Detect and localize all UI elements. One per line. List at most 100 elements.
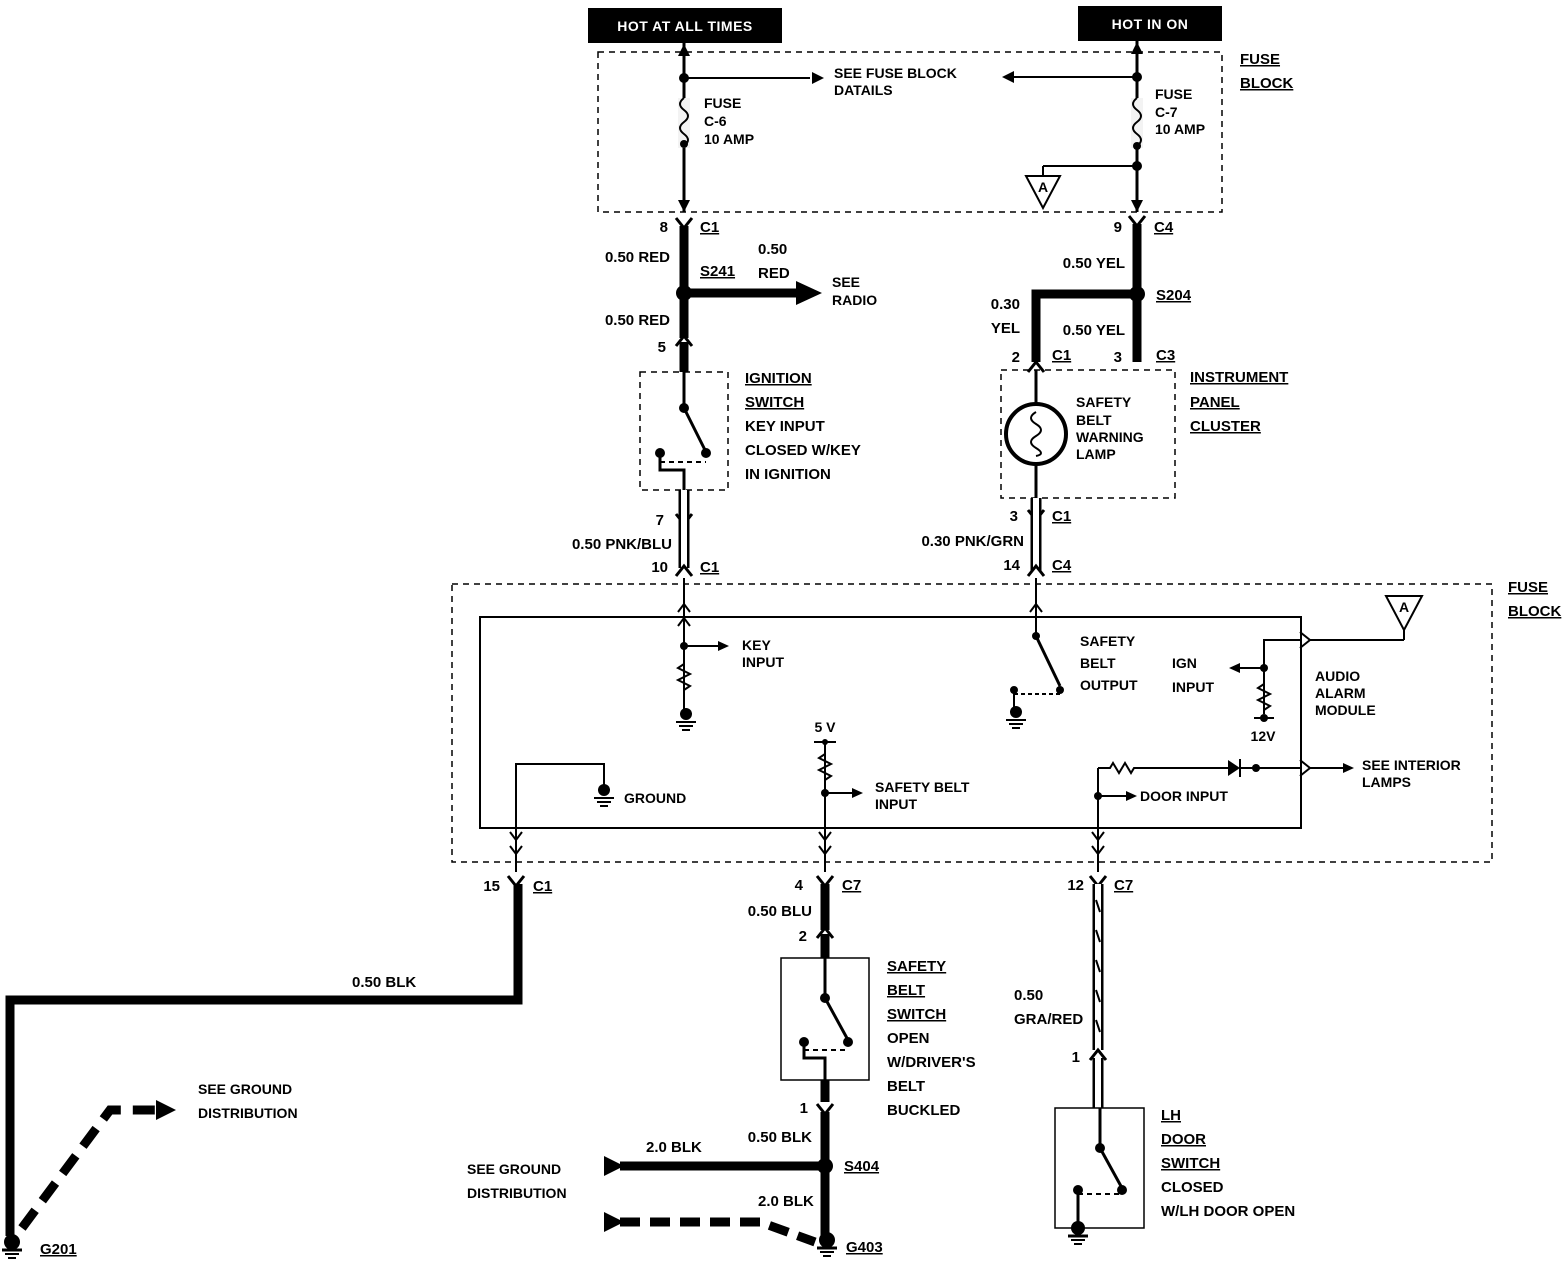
svg-text:HOT IN ON: HOT IN ON	[1112, 16, 1189, 32]
svg-text:0.30 PNK/GRN: 0.30 PNK/GRN	[921, 533, 1024, 550]
svg-text:MODULE: MODULE	[1315, 702, 1376, 718]
svg-text:W/LH DOOR OPEN: W/LH DOOR OPEN	[1161, 1203, 1295, 1220]
svg-text:SEE GROUND: SEE GROUND	[198, 1081, 292, 1097]
svg-text:LAMP: LAMP	[1076, 446, 1116, 462]
svg-text:FUSE: FUSE	[1240, 51, 1280, 68]
svg-text:0.50 YEL: 0.50 YEL	[1063, 322, 1125, 339]
svg-text:10 AMP: 10 AMP	[1155, 121, 1205, 137]
svg-text:0.50 RED: 0.50 RED	[605, 249, 670, 266]
svg-text:3: 3	[1114, 349, 1122, 366]
svg-text:IGN: IGN	[1172, 655, 1197, 671]
svg-text:CLOSED: CLOSED	[1161, 1179, 1224, 1196]
svg-text:C1: C1	[1052, 508, 1071, 525]
svg-text:INPUT: INPUT	[1172, 679, 1214, 695]
fuse-block-top: FUSE BLOCK FUSE C-6 10 AMP SEE FUSE BLOC…	[597, 41, 1293, 213]
svg-text:DOOR: DOOR	[1161, 1131, 1206, 1148]
svg-text:12: 12	[1067, 877, 1084, 894]
svg-text:7: 7	[656, 512, 664, 529]
svg-text:YEL: YEL	[991, 320, 1020, 337]
svg-text:C1: C1	[700, 219, 719, 236]
svg-text:0.50 PNK/BLU: 0.50 PNK/BLU	[572, 536, 672, 553]
svg-text:WARNING: WARNING	[1076, 429, 1144, 445]
svg-text:GROUND: GROUND	[624, 790, 686, 806]
svg-text:G201: G201	[40, 1241, 77, 1258]
svg-text:FUSE: FUSE	[1155, 86, 1192, 102]
svg-text:W/DRIVER'S: W/DRIVER'S	[887, 1054, 976, 1071]
svg-text:C4: C4	[1154, 219, 1174, 236]
svg-text:C-6: C-6	[704, 113, 727, 129]
svg-text:10: 10	[651, 559, 668, 576]
svg-text:C1: C1	[700, 559, 719, 576]
svg-text:SWITCH: SWITCH	[887, 1006, 946, 1023]
svg-text:C-7: C-7	[1155, 104, 1178, 120]
svg-text:SEE INTERIOR: SEE INTERIOR	[1362, 757, 1461, 773]
fuse-block-module: FUSE BLOCK KEY INPUT SAFETY BELT OUTPUT	[451, 578, 1561, 872]
svg-text:S404: S404	[844, 1158, 880, 1175]
audio-alarm-module-box	[479, 616, 1302, 829]
svg-text:KEY: KEY	[742, 637, 771, 653]
svg-text:HOT AT ALL TIMES: HOT AT ALL TIMES	[617, 18, 753, 34]
svg-text:GRA/RED: GRA/RED	[1014, 1011, 1083, 1028]
svg-text:12V: 12V	[1251, 728, 1277, 744]
svg-text:RADIO: RADIO	[832, 292, 877, 308]
svg-text:C1: C1	[533, 878, 552, 895]
svg-text:BLOCK: BLOCK	[1240, 75, 1293, 92]
svg-text:INPUT: INPUT	[875, 796, 917, 812]
svg-text:SAFETY: SAFETY	[1080, 633, 1136, 649]
svg-text:SEE FUSE BLOCK: SEE FUSE BLOCK	[834, 65, 957, 81]
svg-text:C3: C3	[1156, 347, 1175, 364]
svg-text:SEE GROUND: SEE GROUND	[467, 1161, 561, 1177]
svg-text:DOOR INPUT: DOOR INPUT	[1140, 788, 1228, 804]
left-branch: 8 C1 0.50 RED S241 0.50 RED SEE RADIO 0.…	[572, 217, 877, 577]
svg-text:C1: C1	[1052, 347, 1071, 364]
svg-text:0.30: 0.30	[991, 296, 1020, 313]
svg-text:PANEL: PANEL	[1190, 394, 1240, 411]
svg-text:0.50 RED: 0.50 RED	[605, 312, 670, 329]
svg-text:BELT: BELT	[887, 982, 925, 999]
svg-text:DISTRIBUTION: DISTRIBUTION	[198, 1105, 298, 1121]
svg-text:BELT: BELT	[1076, 412, 1112, 428]
svg-text:SAFETY: SAFETY	[887, 958, 946, 975]
svg-text:BELT: BELT	[1080, 655, 1116, 671]
svg-text:INSTRUMENT: INSTRUMENT	[1190, 369, 1288, 386]
svg-text:1: 1	[800, 1100, 808, 1117]
svg-text:BUCKLED: BUCKLED	[887, 1102, 960, 1119]
svg-text:INPUT: INPUT	[742, 654, 784, 670]
ground-g201-circuit: 15 C1 0.50 BLK G201 SEE GROUND DISTRIBUT…	[2, 875, 552, 1259]
svg-text:10 AMP: 10 AMP	[704, 131, 754, 147]
svg-text:2.0 BLK: 2.0 BLK	[758, 1193, 814, 1210]
instrument-panel-box	[1000, 369, 1176, 499]
svg-text:FUSE: FUSE	[704, 95, 741, 111]
svg-text:OUTPUT: OUTPUT	[1080, 677, 1138, 693]
svg-text:9: 9	[1114, 219, 1122, 236]
svg-text:2: 2	[1012, 349, 1020, 366]
svg-text:A: A	[1399, 599, 1409, 615]
svg-text:C7: C7	[1114, 877, 1133, 894]
svg-text:LH: LH	[1161, 1107, 1181, 1124]
svg-text:AUDIO: AUDIO	[1315, 668, 1360, 684]
svg-text:IGNITION: IGNITION	[745, 370, 812, 387]
svg-text:DATAILS: DATAILS	[834, 82, 893, 98]
svg-text:CLOSED W/KEY: CLOSED W/KEY	[745, 442, 861, 459]
hot-at-all-times-header: HOT AT ALL TIMES	[588, 8, 782, 43]
svg-text:SAFETY: SAFETY	[1076, 394, 1132, 410]
svg-text:S204: S204	[1156, 287, 1192, 304]
svg-text:IN IGNITION: IN IGNITION	[745, 466, 831, 483]
svg-text:RED: RED	[758, 265, 790, 282]
svg-text:A: A	[1038, 179, 1048, 195]
safety-belt-switch-circuit: 4 C7 0.50 BLU 2 SAFETY BELT SWITCH OPEN …	[467, 875, 976, 1257]
svg-text:0.50 BLU: 0.50 BLU	[748, 903, 812, 920]
svg-text:OPEN: OPEN	[887, 1030, 930, 1047]
svg-text:0.50 YEL: 0.50 YEL	[1063, 255, 1125, 272]
svg-text:SWITCH: SWITCH	[1161, 1155, 1220, 1172]
svg-text:0.50 BLK: 0.50 BLK	[352, 974, 416, 991]
svg-text:2.0 BLK: 2.0 BLK	[646, 1139, 702, 1156]
svg-text:0.50: 0.50	[758, 241, 787, 258]
svg-text:BELT: BELT	[887, 1078, 925, 1095]
svg-text:15: 15	[483, 878, 500, 895]
svg-text:FUSE: FUSE	[1508, 579, 1548, 596]
svg-text:SWITCH: SWITCH	[745, 394, 804, 411]
svg-text:ALARM: ALARM	[1315, 685, 1366, 701]
svg-text:KEY INPUT: KEY INPUT	[745, 418, 825, 435]
